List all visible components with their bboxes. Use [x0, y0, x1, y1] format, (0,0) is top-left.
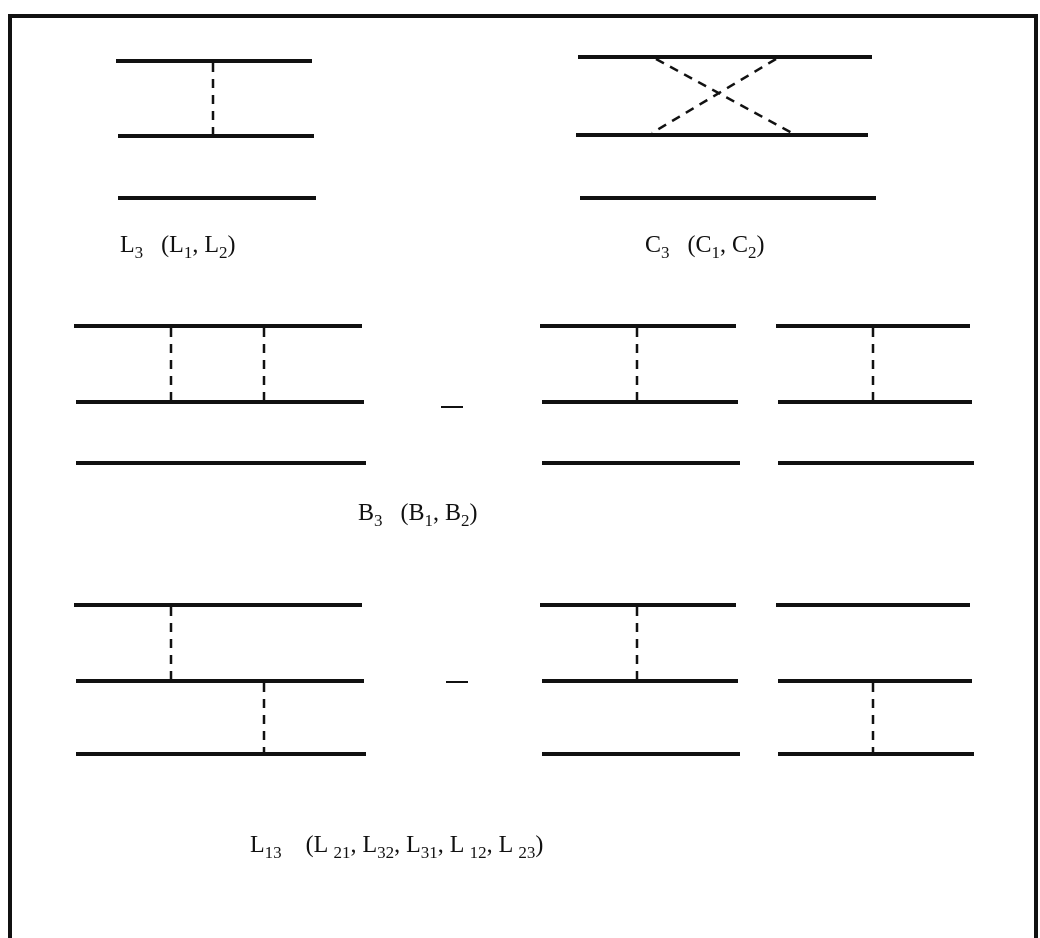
label-part: , L 23: [486, 832, 536, 862]
label-main: C: [645, 232, 662, 258]
label-part: ): [756, 232, 765, 258]
crossed-exchange-line-a: [655, 57, 793, 135]
label-main-subscript: 3: [661, 243, 670, 262]
label-part: (L 21: [305, 832, 351, 862]
diagram-b3-ladder: [74, 324, 366, 465]
label-part: , L 12: [437, 832, 487, 862]
label-main-subscript: 3: [374, 511, 383, 530]
label-part: (L1: [161, 232, 193, 262]
label-part: , L32: [350, 832, 395, 862]
label-main: B: [358, 500, 375, 526]
label-part: , L31: [394, 832, 438, 862]
crossed-exchange-line-b: [651, 57, 777, 135]
label-part: (C1: [687, 232, 721, 262]
label-part: , L2: [192, 232, 228, 262]
label-main: L: [250, 832, 265, 858]
frame-border: [8, 14, 1038, 938]
diagram-b3-subtract-2: [776, 324, 974, 465]
label-l3: L3 (L1, L2): [120, 232, 236, 262]
label-main: L: [120, 232, 135, 258]
label-l13: L13 (L 21, L32, L31, L 12, L 23): [250, 832, 544, 862]
label-c3: C3 (C1, C2): [645, 232, 765, 262]
label-part: ): [227, 232, 236, 258]
diagram-l13-subtract-2: [776, 603, 974, 756]
label-part: (B1: [400, 500, 434, 530]
diagram-b3-subtract-1: [540, 324, 740, 465]
label-b3: B3 (B1, B2): [358, 500, 478, 530]
diagram-l13-subtract-1: [540, 603, 740, 756]
label-main-subscript: 3: [134, 243, 144, 262]
diagram-c3: [576, 55, 876, 200]
label-main-subscript: 13: [264, 843, 282, 862]
label-part: , B2: [433, 500, 470, 530]
label-part: ): [535, 832, 544, 858]
label-part: , C2: [720, 232, 757, 262]
diagram-l13-ladder: [74, 603, 366, 756]
label-part: ): [469, 500, 478, 526]
diagram-l3: [116, 59, 316, 200]
